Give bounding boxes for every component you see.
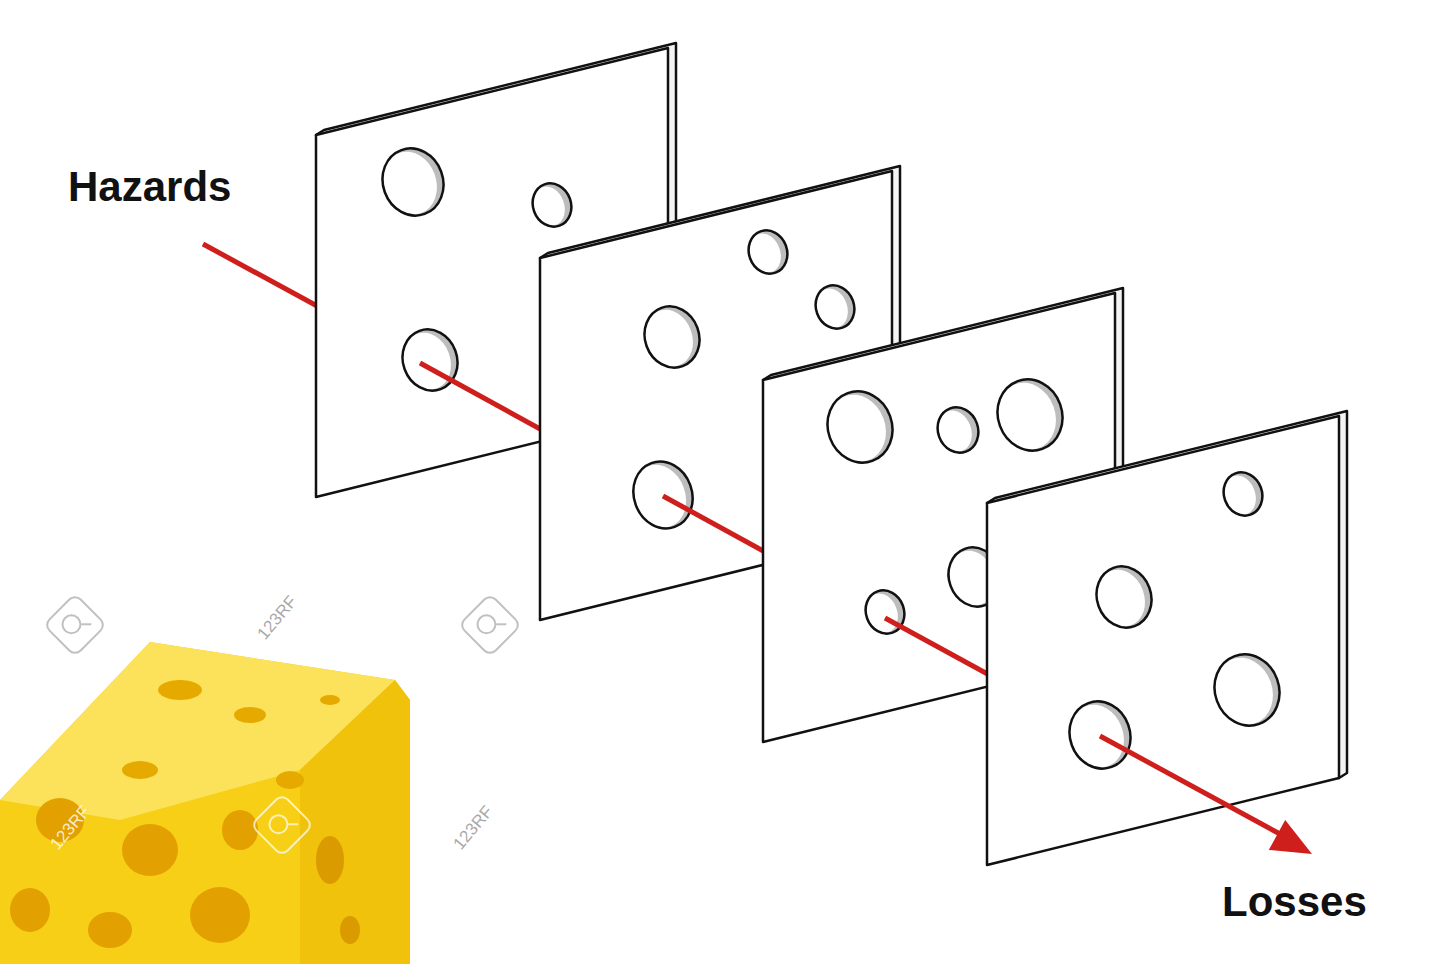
arrow-head xyxy=(1269,820,1312,854)
hazard-trajectory xyxy=(203,244,330,313)
watermark: 123RF xyxy=(449,802,497,854)
hazard-trajectory xyxy=(1100,736,1280,834)
hazards-label: Hazards xyxy=(68,163,231,211)
watermark-icon xyxy=(251,794,313,856)
cheese-slice xyxy=(987,411,1347,865)
losses-label: Losses xyxy=(1222,878,1367,926)
watermark: 123RF xyxy=(253,592,301,644)
cheese-wedge xyxy=(0,642,410,964)
watermark: 123RF xyxy=(46,802,94,854)
